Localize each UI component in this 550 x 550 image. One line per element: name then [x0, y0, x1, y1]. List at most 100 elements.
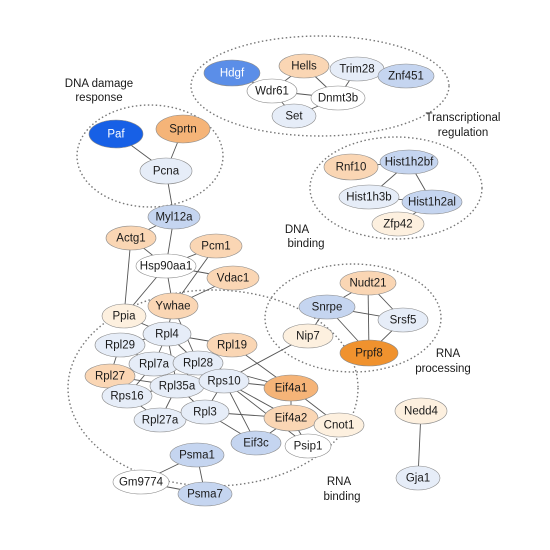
- node-cnot1[interactable]: Cnot1: [313, 412, 365, 438]
- node-shape-actg1: [105, 225, 157, 251]
- node-label-nedd4: Nedd4: [404, 406, 438, 418]
- node-shape-cnot1: [313, 412, 365, 438]
- node-actg1[interactable]: Actg1: [105, 225, 157, 251]
- cluster-transcriptional-regulation: [190, 35, 450, 137]
- node-label-eif3c: Eif3c: [243, 438, 269, 450]
- node-shape-rpl27a: [133, 407, 187, 433]
- node-label-hdgf: Hdgf: [220, 68, 245, 80]
- node-myl12a[interactable]: Myl12a: [147, 204, 201, 230]
- node-trim28[interactable]: Trim28: [329, 56, 385, 82]
- node-wdr61[interactable]: Wdr61: [246, 78, 298, 104]
- node-rpl28[interactable]: Rpl28: [172, 350, 224, 376]
- node-shape-paf: [88, 119, 144, 149]
- edge-actg1-ppia: [123, 237, 132, 317]
- cluster-dna-binding: [309, 136, 483, 240]
- node-shape-hdgf: [203, 59, 261, 87]
- node-nudt21[interactable]: Nudt21: [339, 270, 397, 296]
- node-vdac1[interactable]: Vdac1: [206, 265, 260, 291]
- node-ppia[interactable]: Ppia: [101, 303, 147, 329]
- node-label-rpl28: Rpl28: [183, 358, 213, 370]
- cluster-label-rna-binding-2: binding: [323, 491, 360, 503]
- node-shape-psip1: [284, 433, 332, 459]
- node-snrpe[interactable]: Snrpe: [298, 294, 356, 320]
- node-label-rpl35a: Rpl35a: [159, 381, 196, 393]
- node-rnf10[interactable]: Rnf10: [323, 153, 379, 181]
- node-pcna[interactable]: Pcna: [139, 157, 193, 185]
- node-shape-snrpe: [298, 294, 356, 320]
- node-pcm1[interactable]: Pcm1: [189, 233, 243, 259]
- node-gja1[interactable]: Gja1: [395, 465, 441, 491]
- node-shape-eif3c: [230, 430, 282, 456]
- node-paf[interactable]: Paf: [88, 119, 144, 149]
- node-label-psma1: Psma1: [179, 450, 215, 462]
- node-eif4a1[interactable]: Eif4a1: [263, 374, 319, 402]
- node-shape-rps10: [198, 368, 250, 394]
- node-set[interactable]: Set: [271, 103, 317, 129]
- node-sprtn[interactable]: Sprtn: [155, 114, 211, 144]
- node-label-rpl3: Rpl3: [193, 407, 217, 419]
- node-rpl7a[interactable]: Rpl7a: [128, 351, 180, 377]
- cluster-label-dna-binding-1: DNA: [285, 224, 310, 236]
- cluster-label-rna-binding-1: RNA: [327, 476, 352, 488]
- node-ywhae[interactable]: Ywhae: [147, 292, 199, 320]
- node-shape-nedd4: [394, 397, 448, 425]
- node-label-hist1h2bf: Hist1h2bf: [385, 157, 434, 169]
- node-psma1[interactable]: Psma1: [169, 442, 225, 468]
- node-shape-eif4a1: [263, 374, 319, 402]
- node-shape-psma1: [169, 442, 225, 468]
- node-rpl3[interactable]: Rpl3: [180, 399, 230, 425]
- node-shape-rpl4: [142, 321, 192, 347]
- node-prpf8[interactable]: Prpf8: [339, 339, 399, 367]
- node-dnmt3b[interactable]: Dnmt3b: [310, 85, 366, 111]
- node-label-rpl29: Rpl29: [105, 340, 135, 352]
- node-rpl35a[interactable]: Rpl35a: [149, 373, 205, 399]
- node-srsf5[interactable]: Srsf5: [377, 307, 429, 333]
- node-shape-ywhae: [147, 292, 199, 320]
- node-shape-vdac1: [206, 265, 260, 291]
- node-psma7[interactable]: Psma7: [177, 481, 233, 507]
- node-zfp42[interactable]: Zfp42: [371, 211, 425, 237]
- node-label-rnf10: Rnf10: [336, 162, 367, 174]
- node-label-nip7: Nip7: [296, 331, 320, 343]
- node-znf451[interactable]: Znf451: [377, 63, 435, 89]
- node-rps10[interactable]: Rps10: [198, 368, 250, 394]
- node-shape-psma7: [177, 481, 233, 507]
- node-hist1h3b[interactable]: Hist1h3b: [338, 184, 400, 210]
- node-hist1h2bf[interactable]: Hist1h2bf: [379, 149, 439, 175]
- node-nedd4[interactable]: Nedd4: [394, 397, 448, 425]
- node-shape-nip7: [282, 323, 334, 349]
- node-label-rps16: Rps16: [110, 391, 143, 403]
- node-hist1h2al[interactable]: Hist1h2al: [401, 189, 463, 215]
- node-hsp90aa1[interactable]: Hsp90aa1: [135, 253, 197, 279]
- node-eif3c[interactable]: Eif3c: [230, 430, 282, 456]
- node-shape-rps16: [101, 383, 153, 409]
- node-label-hist1h2al: Hist1h2al: [408, 197, 456, 209]
- cluster-label-dna-damage-response-1: DNA damage: [65, 78, 133, 90]
- node-label-gm9774: Gm9774: [119, 477, 164, 489]
- node-rpl29[interactable]: Rpl29: [94, 332, 146, 358]
- node-shape-znf451: [377, 63, 435, 89]
- node-rpl27a[interactable]: Rpl27a: [133, 407, 187, 433]
- node-shape-rpl3: [180, 399, 230, 425]
- node-rpl27[interactable]: Rpl27: [84, 363, 136, 389]
- node-shape-rpl29: [94, 332, 146, 358]
- node-gm9774[interactable]: Gm9774: [112, 469, 170, 495]
- node-rpl19[interactable]: Rpl19: [206, 332, 258, 358]
- node-label-znf451: Znf451: [388, 71, 424, 83]
- node-rpl4[interactable]: Rpl4: [142, 321, 192, 347]
- node-label-zfp42: Zfp42: [383, 219, 412, 231]
- node-label-trim28: Trim28: [339, 64, 374, 76]
- node-label-eif4a1: Eif4a1: [275, 383, 308, 395]
- node-psip1[interactable]: Psip1: [284, 433, 332, 459]
- node-label-rps10: Rps10: [207, 376, 240, 388]
- node-hells[interactable]: Hells: [278, 53, 330, 79]
- node-nip7[interactable]: Nip7: [282, 323, 334, 349]
- node-shape-nudt21: [339, 270, 397, 296]
- node-shape-sprtn: [155, 114, 211, 144]
- node-label-eif4a2: Eif4a2: [275, 413, 308, 425]
- node-label-hsp90aa1: Hsp90aa1: [140, 261, 192, 273]
- node-hdgf[interactable]: Hdgf: [203, 59, 261, 87]
- node-rps16[interactable]: Rps16: [101, 383, 153, 409]
- node-eif4a2[interactable]: Eif4a2: [263, 404, 319, 432]
- node-label-hist1h3b: Hist1h3b: [346, 192, 391, 204]
